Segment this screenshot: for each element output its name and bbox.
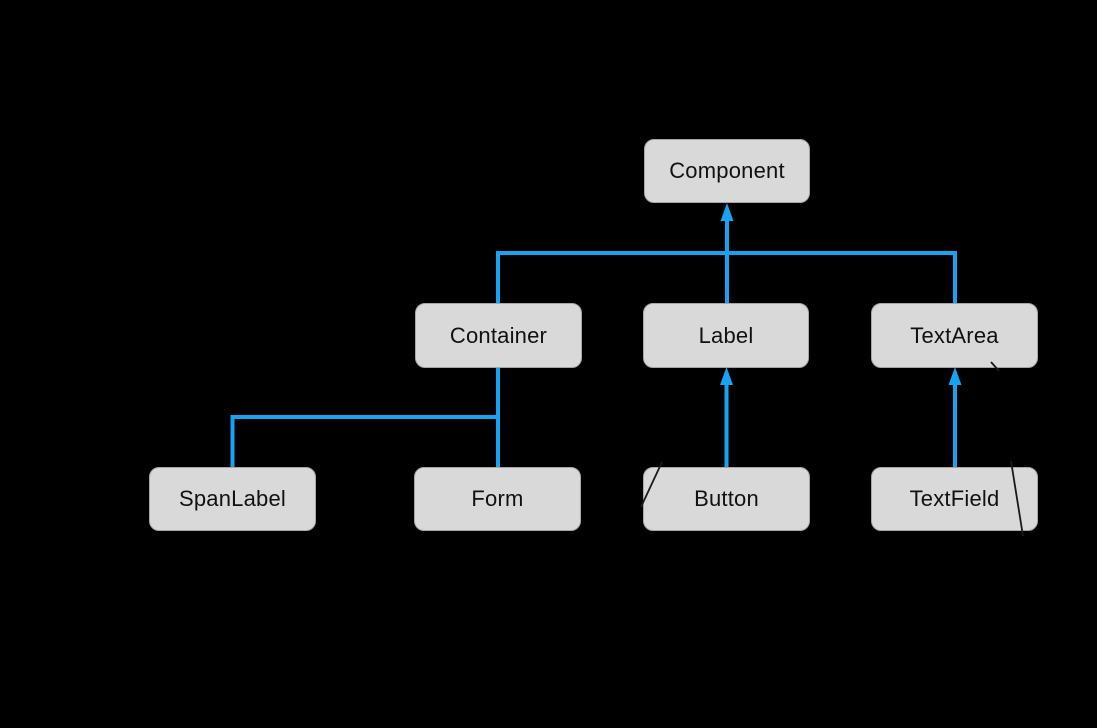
node-form-label: Form bbox=[471, 486, 524, 511]
arrowhead-into-component bbox=[720, 203, 734, 221]
node-component: Component bbox=[644, 139, 810, 203]
node-textfield-label: TextField bbox=[909, 486, 1000, 511]
node-container-label: Container bbox=[449, 322, 548, 348]
node-spanlabel: SpanLabel bbox=[149, 467, 316, 531]
node-label-label: Label bbox=[698, 322, 754, 348]
node-textarea-label: TextArea bbox=[910, 322, 999, 348]
node-label: Label bbox=[643, 303, 809, 368]
arrowhead-into-label bbox=[720, 367, 733, 385]
node-button: Button bbox=[643, 467, 810, 531]
node-button-label: Button bbox=[694, 486, 759, 511]
connector-container-spanlabel-line bbox=[230, 415, 498, 467]
node-form: Form bbox=[414, 467, 581, 531]
node-textfield: TextField bbox=[871, 467, 1038, 531]
node-textarea: TextArea bbox=[871, 303, 1038, 368]
node-container: Container bbox=[415, 303, 582, 368]
node-spanlabel-label: SpanLabel bbox=[178, 486, 286, 511]
arrowhead-into-textarea bbox=[948, 367, 962, 385]
connector-rail-container-textarea bbox=[496, 251, 957, 303]
node-component-label: Component bbox=[669, 158, 785, 183]
